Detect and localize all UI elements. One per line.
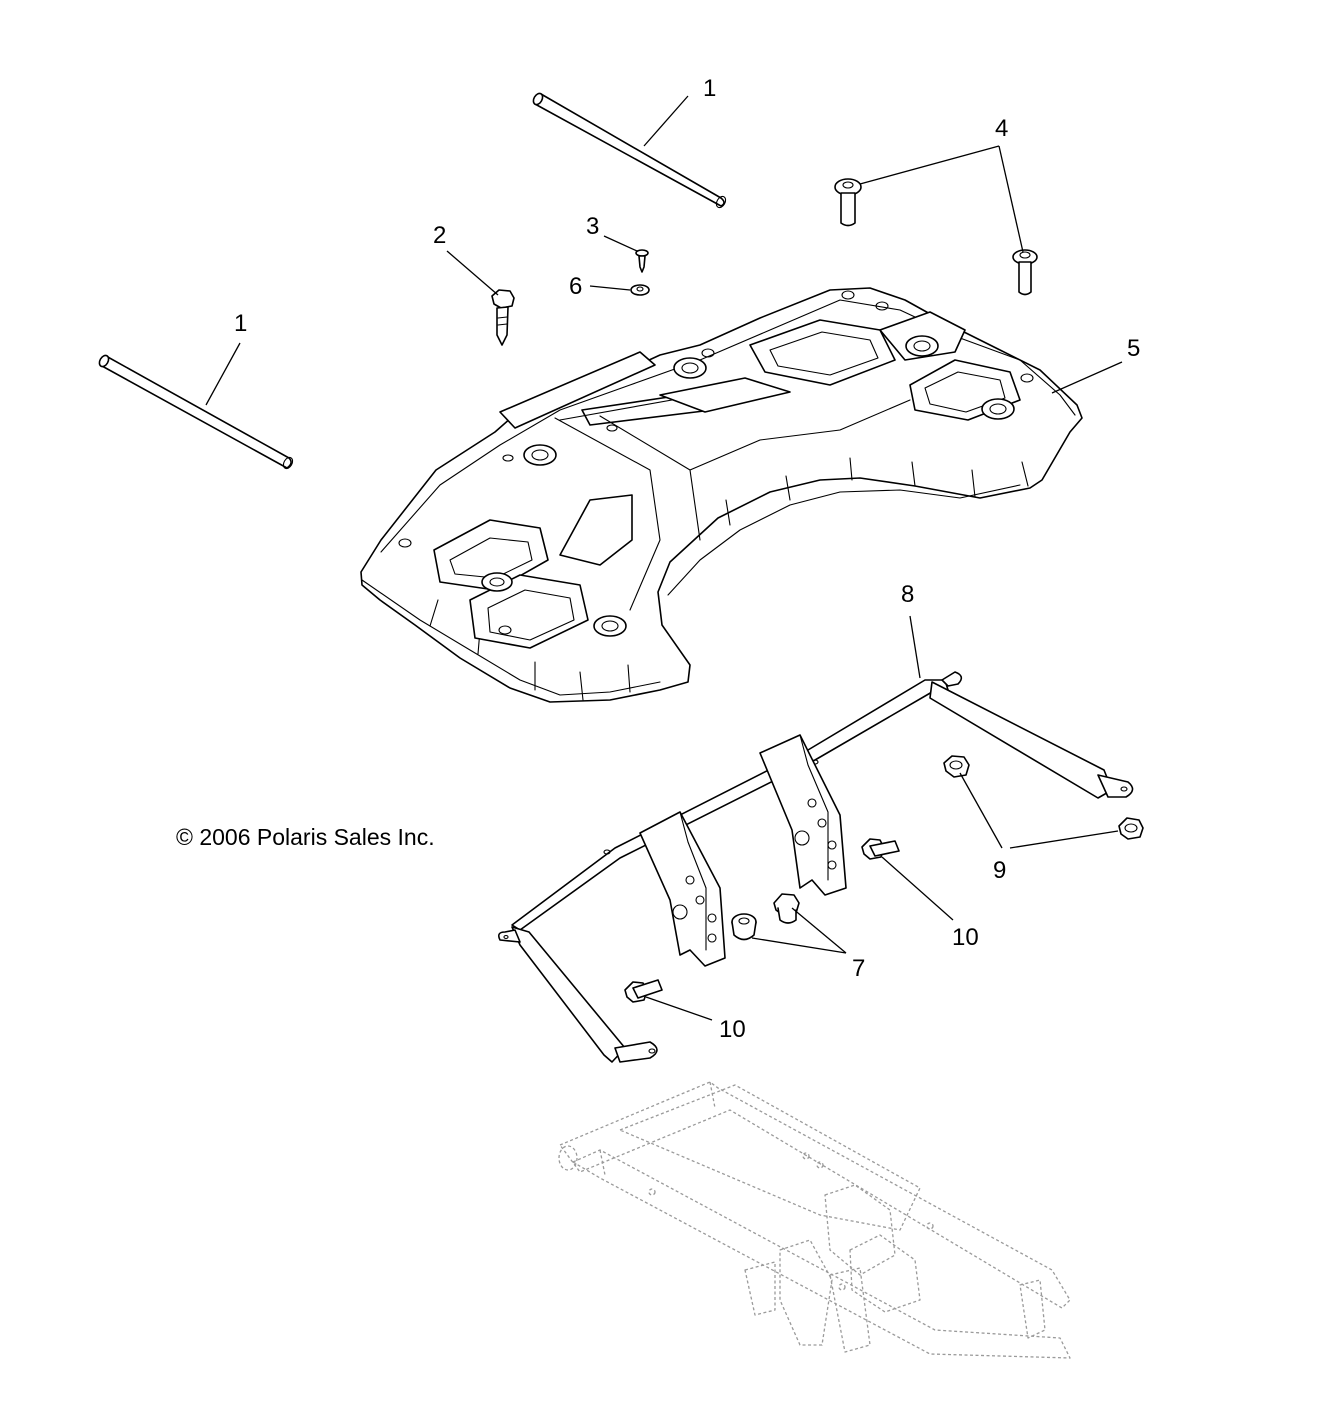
bolt-hex <box>491 289 515 346</box>
bolt-flange-lower <box>1012 249 1038 296</box>
callout-bushing: 7 <box>852 955 865 982</box>
vehicle-frame-ghost <box>558 1081 1071 1359</box>
callout-washer: 6 <box>569 273 582 300</box>
callout-rod-left: 1 <box>234 310 247 337</box>
callout-bolt-left: 10 <box>719 1016 746 1043</box>
washer <box>630 284 650 296</box>
bolt-right <box>861 838 900 860</box>
callout-rack-frame: 8 <box>901 581 914 608</box>
callout-labels: 1 1 2 3 6 4 5 8 9 10 7 10 <box>234 75 1140 1043</box>
rod-top <box>532 92 727 209</box>
callout-bolt-flange: 4 <box>995 115 1008 142</box>
nut-upper <box>943 755 970 778</box>
callout-screw-small: 3 <box>586 213 599 240</box>
bushing-right <box>773 893 800 924</box>
nut-right <box>1118 817 1144 840</box>
rod-left <box>98 354 294 470</box>
callout-rack-body: 5 <box>1127 335 1140 362</box>
copyright-text: © 2006 Polaris Sales Inc. <box>176 824 435 850</box>
rack-frame <box>498 671 1134 1063</box>
callout-rod-top: 1 <box>703 75 716 102</box>
callout-bolt-right: 10 <box>952 924 979 951</box>
callout-bolt-hex: 2 <box>433 222 446 249</box>
leader-lines <box>205 95 1123 1021</box>
bushing-left <box>731 913 757 941</box>
bolt-flange-upper <box>834 178 862 227</box>
bolt-left <box>624 979 663 1003</box>
callout-nut: 9 <box>993 857 1006 884</box>
rack-body <box>360 287 1083 703</box>
screw-small <box>635 249 649 273</box>
